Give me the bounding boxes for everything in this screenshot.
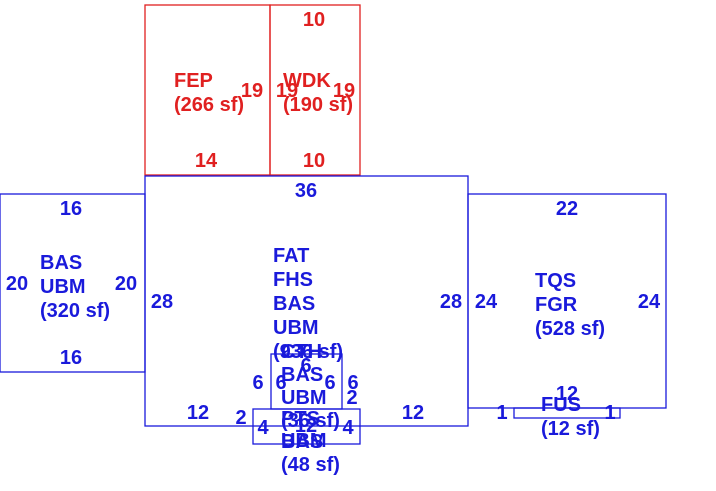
tqs-dim-top: 22 — [556, 198, 578, 220]
pts-label-line-2: BAS — [281, 431, 323, 453]
wdk-dim-bottom: 10 — [303, 150, 325, 172]
cth-label-line-2: BAS — [281, 364, 323, 386]
main-dim-left: 28 — [151, 291, 173, 313]
fep-label-line-1: FEP — [174, 70, 213, 92]
wdk-dim-right: 19 — [333, 80, 355, 102]
fus-label-line-1: FUS — [541, 394, 581, 416]
bas-left-dim-right: 20 — [115, 273, 137, 295]
cth-dim-right: 6 — [347, 372, 358, 394]
bas-left-dim-left: 20 — [6, 273, 28, 295]
wdk-dim-top: 10 — [303, 9, 325, 31]
main-label-line-4: UBM — [273, 317, 319, 339]
pts-label-line-4: (48 sf) — [281, 454, 340, 476]
bas-left-dim-bottom: 16 — [60, 347, 82, 369]
fus-dim-top: 12 — [556, 383, 578, 405]
cth-label-line-3: UBM — [281, 387, 327, 409]
pts-label-line-1: PTS — [281, 408, 320, 430]
bas-left-label-line-3: (320 sf) — [40, 300, 110, 322]
tqs-label-line-1: TQS — [535, 270, 576, 292]
area-outline-wdk — [269, 4, 361, 176]
area-outline-fus — [513, 407, 621, 419]
bas-left-dim-top: 16 — [60, 198, 82, 220]
tqs-dim-right: 24 — [638, 291, 661, 313]
wdk-label-line-2: (190 sf) — [283, 94, 353, 116]
bas-left-label-line-2: UBM — [40, 276, 86, 298]
main-dim-right: 28 — [440, 291, 462, 313]
fep-dim-bottom: 14 — [195, 150, 218, 172]
tqs-dim-left: 24 — [475, 291, 498, 313]
wdk-dim-left: 19 — [276, 80, 298, 102]
cth-dim-inner-right: 6 — [324, 372, 335, 394]
pts-dim-left: 4 — [257, 417, 269, 439]
pts-dim-top: 12 — [295, 415, 317, 437]
pts-dim-side-right: 2 — [346, 387, 357, 409]
tqs-label-line-2: FGR — [535, 294, 578, 316]
main-dim-top: 36 — [295, 180, 317, 202]
fep-dim-right: 19 — [241, 80, 263, 102]
cth-label-line-4: (36 sf) — [281, 410, 340, 432]
main-label-line-5: (936 sf) — [273, 341, 343, 363]
cth-label-line-1: CTH — [281, 341, 322, 363]
wdk-label-line-1: WDK — [283, 70, 331, 92]
tqs-label-line-3: (528 sf) — [535, 318, 605, 340]
pts-dim-side-left: 2 — [235, 407, 246, 429]
cth-dim-left: 6 — [252, 372, 263, 394]
main-label-line-1: FAT — [273, 245, 309, 267]
fus-dim-left: 1 — [496, 402, 507, 424]
cth-dim-top: 6 — [300, 355, 311, 377]
fus-dim-right: 1 — [604, 402, 615, 424]
cth-dim-inner-left: 6 — [275, 372, 286, 394]
pts-label-line-3: UBM — [281, 430, 327, 452]
main-label-line-3: BAS — [273, 293, 315, 315]
fep-label-line-2: (266 sf) — [174, 94, 244, 116]
pts-dim-right: 4 — [342, 417, 354, 439]
main-dim-bottom-left: 12 — [187, 402, 209, 424]
bas-left-label-line-1: BAS — [40, 252, 82, 274]
main-dim-bottom-right: 12 — [402, 402, 424, 424]
fus-label-line-2: (12 sf) — [541, 418, 600, 440]
area-outline-pts — [252, 408, 361, 445]
main-label-line-2: FHS — [273, 269, 313, 291]
